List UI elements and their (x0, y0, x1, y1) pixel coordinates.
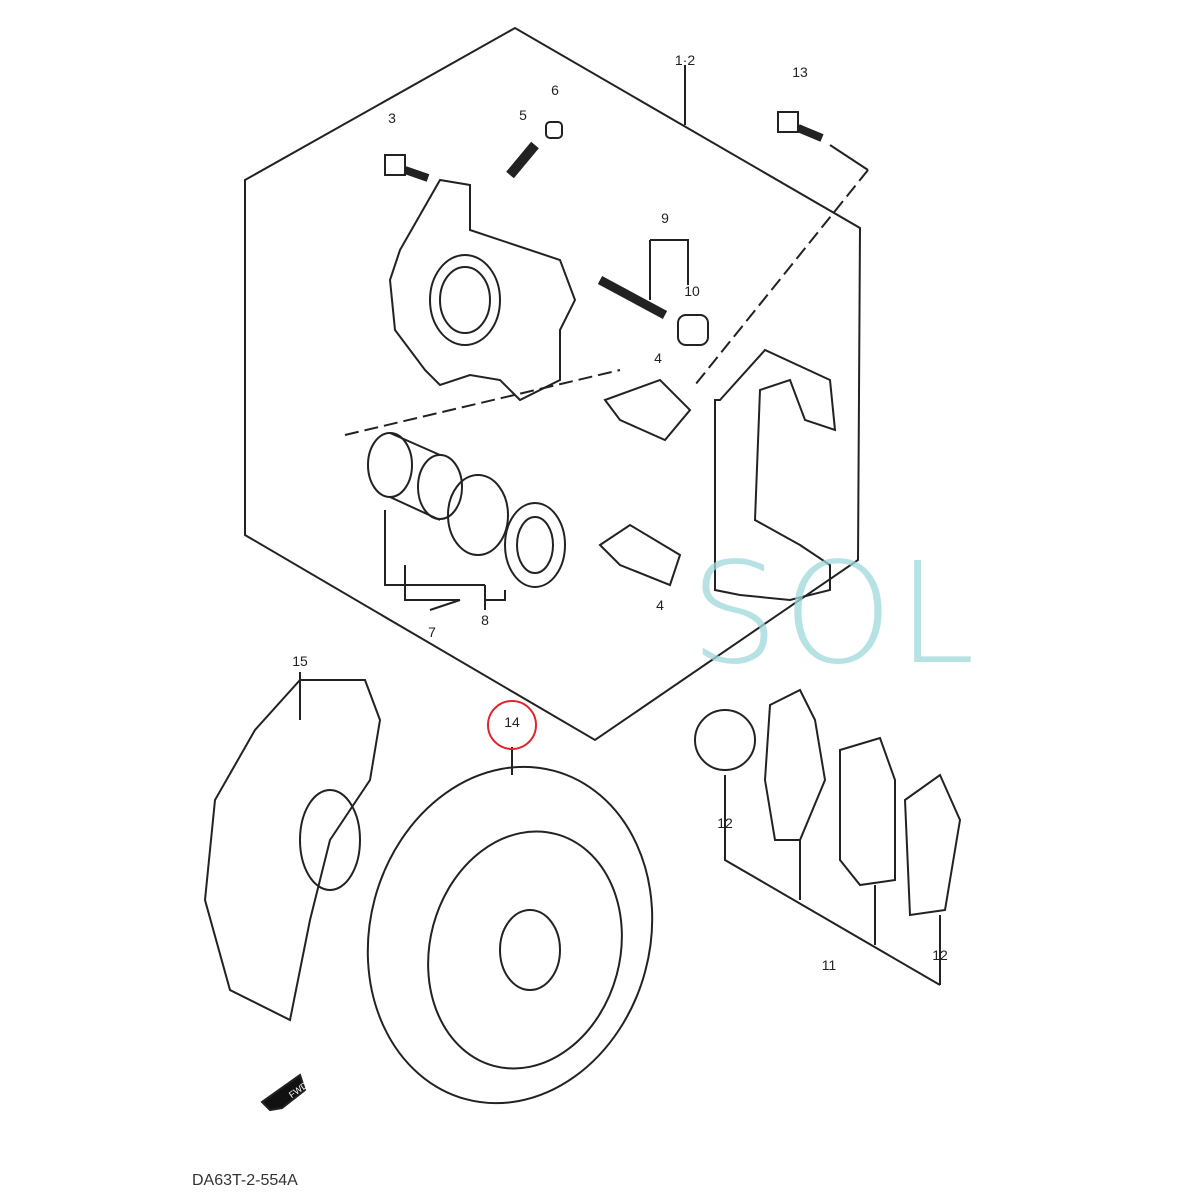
watermark: SOL (690, 533, 980, 696)
shim-clip-icon (603, 378, 692, 442)
part-label: 9 (661, 210, 669, 226)
leader-line (384, 510, 506, 611)
shim-clip-icon (598, 523, 682, 587)
part-label: 12 (932, 947, 948, 963)
brake-pad-icon (763, 688, 962, 917)
leader-line (649, 239, 689, 300)
part-label: 11 (821, 957, 837, 973)
part-label: 14 (504, 714, 520, 730)
seal-ring-icon (447, 474, 509, 556)
leader-line (694, 169, 869, 386)
bleeder-icon (506, 141, 539, 179)
part-label: 8 (481, 612, 489, 628)
bolt-icon (777, 111, 824, 142)
part-label: 4 (654, 350, 662, 366)
caliper-body-icon (388, 178, 577, 402)
piston-icon (367, 432, 463, 521)
bolt-icon (384, 154, 430, 182)
part-label: 3 (388, 110, 396, 126)
fwd-arrow-icon (260, 1073, 307, 1112)
part-label: 4 (656, 597, 664, 613)
dust-shield-icon (203, 679, 382, 1022)
cap-icon (545, 121, 563, 139)
highlight-circle (487, 700, 537, 750)
carrier-icon (714, 348, 837, 602)
leader-line (344, 369, 621, 436)
shim-icon (694, 709, 756, 771)
leader-line (724, 775, 941, 986)
part-label: 13 (792, 64, 808, 80)
leader-line (829, 144, 869, 171)
part-label: 1·2 (674, 52, 696, 68)
part-label: 10 (684, 283, 700, 299)
caliper-assembly-outline (244, 26, 862, 742)
brake-disc-icon (366, 765, 654, 1105)
diagram-code: DA63T-2-554A (192, 1172, 298, 1189)
part-label: 12 (717, 815, 733, 831)
boot-icon (504, 502, 566, 588)
part-label: 7 (428, 624, 436, 640)
part-label: 5 (519, 107, 527, 123)
part-label: 15 (292, 653, 308, 669)
guide-pin-icon (597, 276, 709, 346)
part-label: 6 (551, 82, 559, 98)
